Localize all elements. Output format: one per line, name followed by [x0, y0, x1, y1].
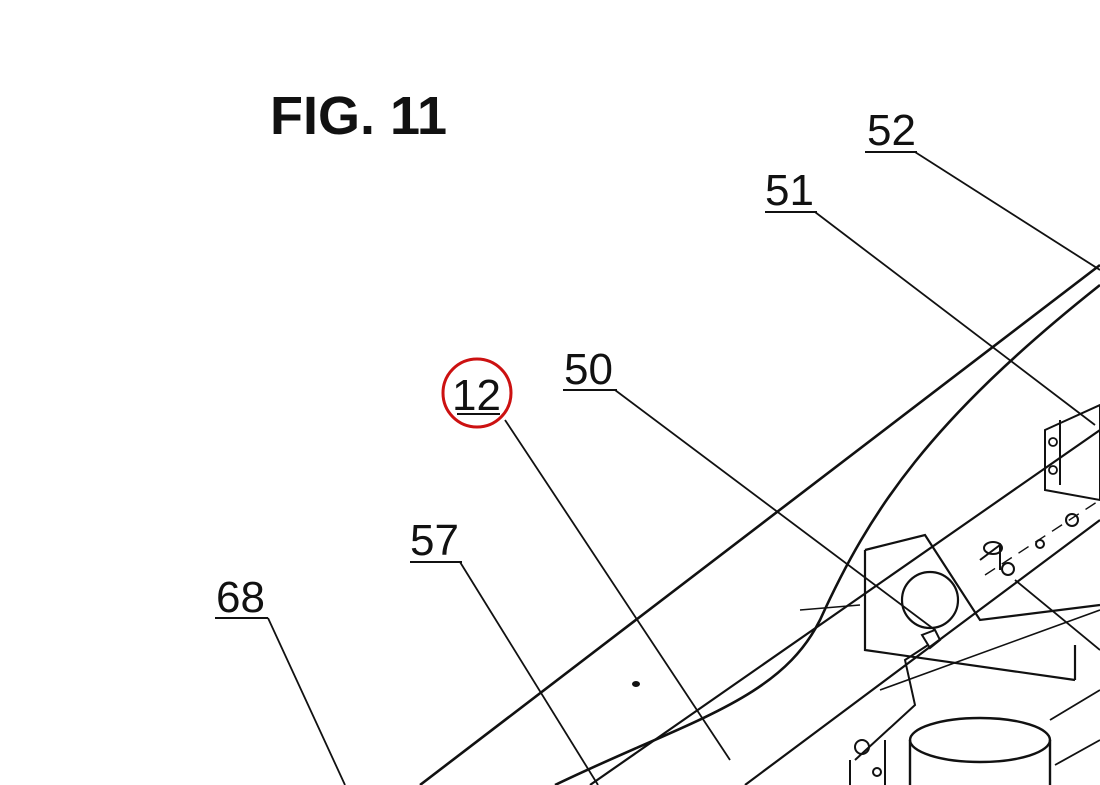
mounting-plate [854, 533, 1100, 761]
small-hole [632, 681, 640, 687]
ref-label-57: 57 [410, 516, 462, 565]
leader-lines [267, 151, 1100, 785]
highlight-circle [441, 357, 513, 429]
ref-label-12-text: 12 [452, 371, 501, 420]
fasteners [984, 499, 1100, 651]
ref-label-51-text: 51 [765, 166, 814, 215]
ref-label-50-text: 50 [564, 345, 613, 394]
ref-label-51: 51 [765, 166, 817, 215]
ref-label-68: 68 [215, 573, 268, 622]
ref-label-12: 12 [441, 357, 513, 429]
beam-structure [419, 263, 1100, 785]
ref-label-57-text: 57 [410, 516, 459, 565]
ref-label-52-text: 52 [867, 106, 916, 155]
ref-label-50: 50 [563, 345, 617, 394]
bracket [1044, 403, 1100, 502]
figure-title: FIG. 11 [270, 86, 447, 146]
ref-label-52: 52 [865, 106, 917, 155]
motor-housing [849, 689, 1100, 785]
ref-label-68-text: 68 [216, 573, 265, 622]
